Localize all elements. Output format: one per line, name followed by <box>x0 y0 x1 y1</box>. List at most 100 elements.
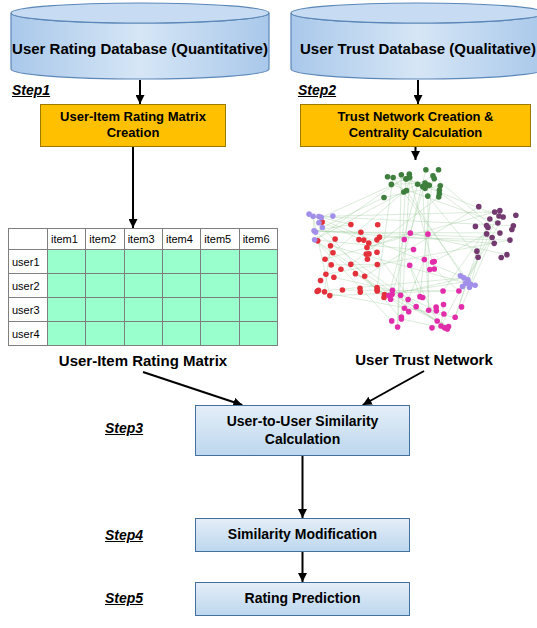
user-dot <box>389 318 395 324</box>
user-dot <box>377 234 383 240</box>
figure-caption: User Trust Network <box>296 351 537 368</box>
row-header: user2 <box>9 274 47 297</box>
trust-link <box>315 176 433 240</box>
user-dot <box>328 262 334 268</box>
user-dot <box>425 193 431 199</box>
user-dot <box>364 245 370 251</box>
user-dot <box>507 237 513 243</box>
user-dot <box>375 222 381 228</box>
user-dot <box>438 323 444 329</box>
step-label: Step5 <box>105 590 143 606</box>
trust-network: User Trust Network <box>296 160 537 368</box>
rating-cell <box>240 322 277 345</box>
row-header: user1 <box>9 250 47 273</box>
process-box: Rating Prediction <box>195 582 410 616</box>
user-dot <box>484 231 490 237</box>
trust-link <box>319 223 401 319</box>
user-dot <box>364 251 370 257</box>
user-dot <box>353 271 359 277</box>
user-dot <box>401 237 407 243</box>
rating-cell <box>48 298 85 321</box>
user-dot <box>434 318 440 324</box>
user-dot <box>431 266 437 272</box>
rating-cell <box>163 322 200 345</box>
user-dot <box>312 237 318 243</box>
user-dot <box>426 307 432 313</box>
column-header: item5 <box>201 229 238 249</box>
row-header: user3 <box>9 298 47 321</box>
trust-link <box>398 175 402 327</box>
user-dot <box>423 167 429 173</box>
user-dot <box>381 295 387 301</box>
user-dot <box>316 220 322 226</box>
user-dot <box>320 225 326 231</box>
user-dot <box>403 176 409 182</box>
rating-cell <box>48 250 85 273</box>
user-dot <box>430 259 436 265</box>
user-dot <box>420 184 426 190</box>
user-dot <box>357 285 363 291</box>
trust-link <box>326 240 510 274</box>
trust-link <box>441 257 478 326</box>
database-cylinder: User Trust Database (Qualitative) <box>290 2 537 80</box>
user-dot <box>491 241 497 247</box>
user-dot <box>413 304 419 310</box>
rating-cell <box>163 250 200 273</box>
corner-cell <box>9 229 47 249</box>
process-box: User-Item Rating Matrix Creation <box>40 104 226 147</box>
row-header: user4 <box>9 322 47 345</box>
user-dot <box>436 167 442 173</box>
trust-link <box>314 231 494 243</box>
user-dot <box>356 237 362 243</box>
user-dot <box>467 284 473 290</box>
rating-cell <box>201 298 238 321</box>
trust-link <box>316 232 448 329</box>
user-dot <box>484 223 490 229</box>
database-label: User Trust Database (Qualitative) <box>300 40 536 59</box>
trust-link <box>392 183 425 294</box>
flow-arrow <box>302 456 304 518</box>
user-dot <box>408 230 414 236</box>
user-dot <box>398 293 404 299</box>
trust-link <box>385 281 468 294</box>
user-dot <box>338 266 344 272</box>
user-dot <box>441 311 447 317</box>
cylinder-top <box>11 3 269 23</box>
rating-cell <box>125 322 162 345</box>
user-dot <box>415 181 421 187</box>
column-header: item3 <box>125 229 162 249</box>
trust-link <box>401 319 447 329</box>
trust-link <box>321 179 406 218</box>
trust-link <box>404 260 424 309</box>
user-dot <box>498 255 504 261</box>
trust-link <box>462 238 493 307</box>
step-label: Step3 <box>105 420 143 436</box>
user-dot <box>504 252 510 258</box>
rating-cell <box>86 250 123 273</box>
rating-cell <box>48 322 85 345</box>
user-dot <box>404 188 410 194</box>
user-dot <box>433 304 439 310</box>
user-dot <box>487 216 493 222</box>
user-dot <box>473 224 479 230</box>
user-dot <box>417 294 423 300</box>
user-dot <box>327 293 333 299</box>
user-dot <box>399 172 405 178</box>
user-dot <box>406 171 412 177</box>
matrix-grid: item1item2item3item4item5item6user1user2… <box>8 228 278 346</box>
flow-arrow <box>302 552 304 583</box>
user-dot <box>405 297 411 303</box>
user-dot <box>358 229 364 235</box>
flow-arrow <box>143 372 242 405</box>
user-dot <box>399 314 405 320</box>
cylinder-top <box>291 3 537 23</box>
user-dot <box>407 263 413 269</box>
user-dot <box>456 288 462 294</box>
user-dot <box>323 271 329 277</box>
figure-caption: User-Item Rating Matrix <box>8 352 278 369</box>
user-dot <box>390 288 396 294</box>
rating-cell <box>240 250 277 273</box>
user-dot <box>431 176 437 182</box>
user-dot <box>390 175 396 181</box>
trust-link <box>428 196 478 257</box>
